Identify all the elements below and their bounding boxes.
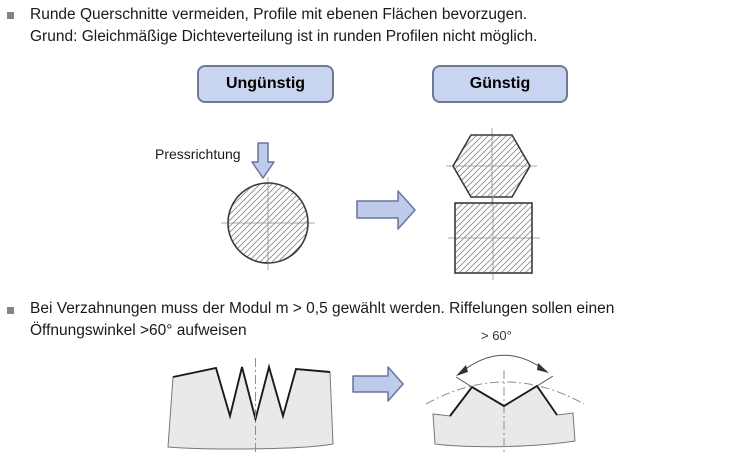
hatched-square (454, 202, 533, 274)
bullet-1-text: Runde Querschnitte vermeiden, Profile mi… (30, 4, 537, 47)
bullet-square-icon (7, 307, 14, 314)
hatched-circle (227, 182, 309, 264)
sharp-serration-drawing (167, 358, 334, 452)
hatched-hexagon (452, 134, 531, 198)
angle-value-label: > 60° (481, 328, 512, 343)
round-cross-section-drawing (221, 177, 315, 270)
unfavorable-label: Ungünstig (225, 75, 306, 92)
angle-arrowhead-left-icon (456, 365, 468, 376)
label-box-favorable: Günstig (432, 65, 568, 103)
press-direction-arrow-icon (251, 142, 275, 179)
bullet-1-line-1: Runde Querschnitte vermeiden, Profile mi… (30, 6, 528, 23)
pitch-arc (425, 381, 585, 405)
press-direction-label: Pressrichtung (155, 146, 241, 162)
transform-arrow-icon (356, 190, 416, 230)
wide-teeth-edge (449, 384, 558, 417)
bullet-2-line-1: Bei Verzahnungen muss der Modul m > 0,5 … (30, 300, 615, 317)
angle-arrowhead-right-icon (537, 363, 549, 373)
bullet-2-text: Bei Verzahnungen muss der Modul m > 0,5 … (30, 298, 614, 341)
flank-extension-lines (455, 375, 554, 388)
label-box-unfavorable: Ungünstig (197, 65, 334, 103)
serration-body (167, 365, 334, 450)
bullet-1-line-2: Grund: Gleichmäßige Dichteverteilung ist… (30, 27, 538, 45)
sharp-teeth-edge (172, 363, 331, 423)
square-cross-section-drawing (448, 196, 540, 280)
wide-angle-serration-drawing (425, 354, 585, 454)
favorable-label: Günstig (469, 75, 531, 92)
hexagon-cross-section-drawing (446, 128, 537, 203)
transform-arrow-icon (352, 366, 404, 402)
bullet-square-icon (7, 12, 14, 19)
angle-arc (458, 354, 547, 375)
bullet-2-line-2: Öffnungswinkel >60° aufweisen (30, 321, 247, 339)
